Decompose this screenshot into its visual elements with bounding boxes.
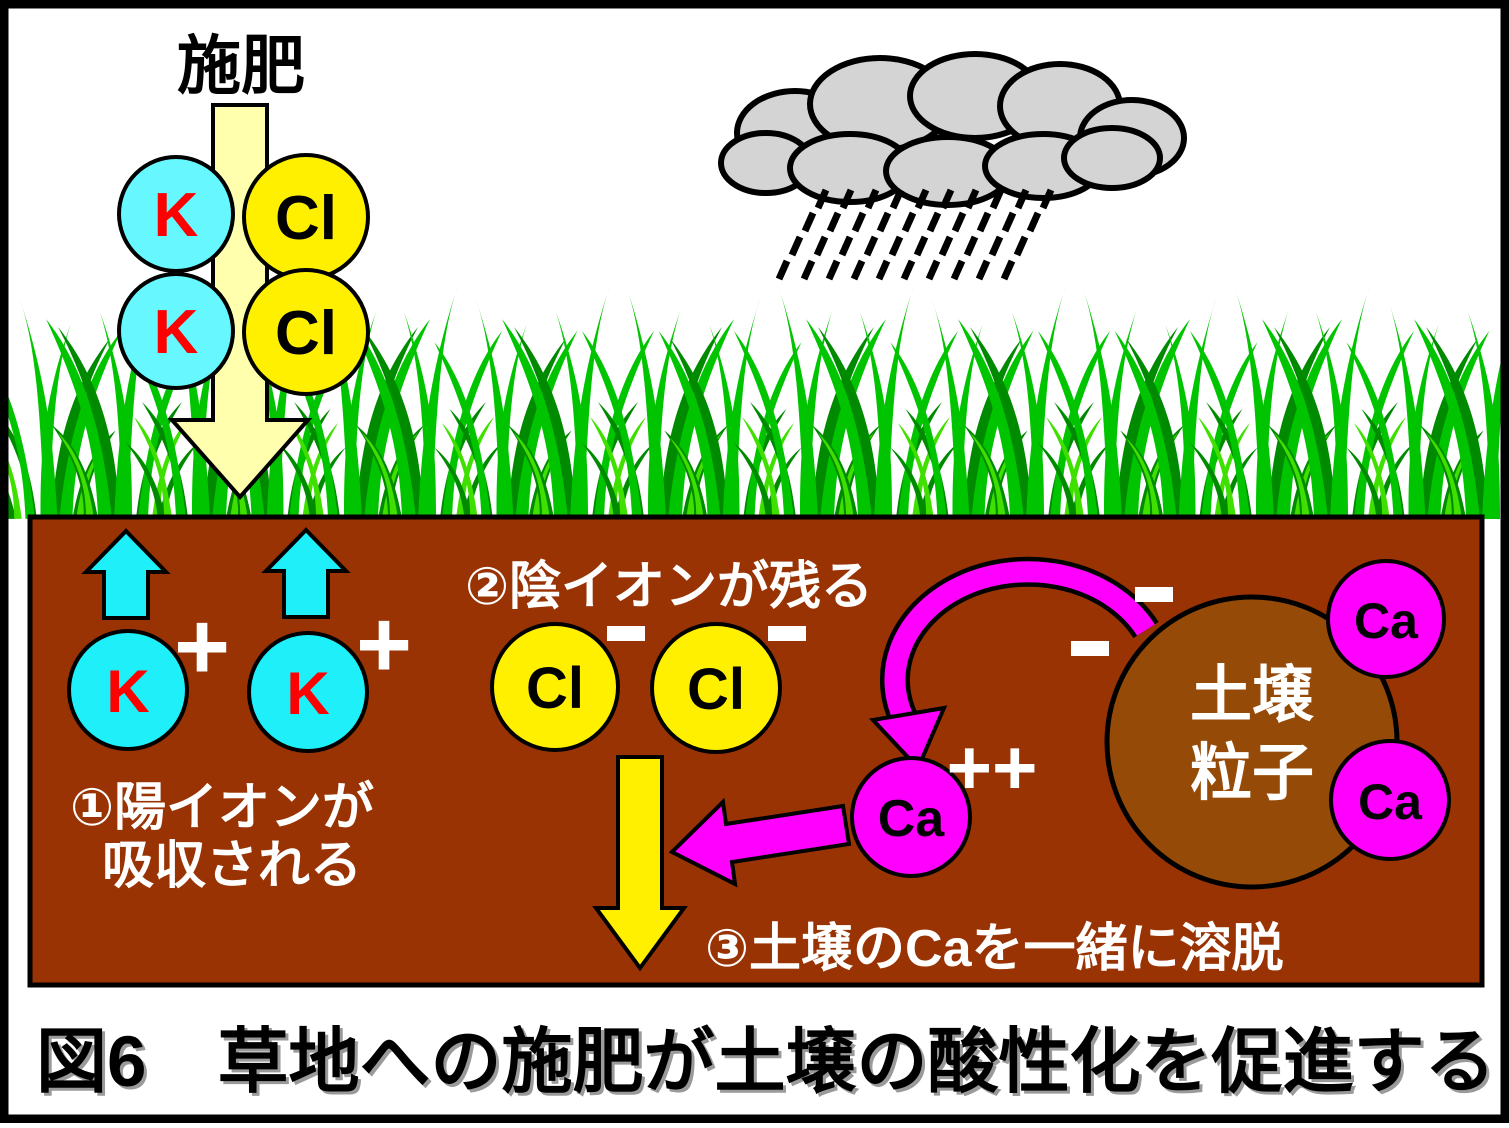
k-ion-label: K [154,298,199,367]
ca-ion-circle [1329,739,1451,861]
k-ion-label: K [106,658,149,725]
ca-ion-label: Ca [878,790,946,848]
ca-release-arrowhead [868,705,948,772]
cl-ion-circle [650,622,782,754]
rain-icon [775,188,1055,281]
plus-plus-charge: ++ [946,723,1037,811]
fertilizer-down-arrow [167,103,313,501]
step2-anions-remain: ②陰イオンが残る Cl Cl [465,558,873,972]
k-ion-circle [117,272,235,390]
minus-charge [1135,587,1173,602]
step3-label: ③土壌のCaを一緒に溶脱 [705,920,1284,978]
k-ion-circle [117,155,235,273]
attached-ca-ions: Ca Ca [1326,559,1451,861]
uptake-up-arrow [261,527,351,619]
plus-charge: + [174,593,230,700]
soil-particle-label-line1: 土壌 [1190,661,1315,730]
step1-cation-uptake: K K + + ①陽イオンが 吸収される [67,527,412,895]
minus-charge [768,626,806,641]
step1-label-line2: 吸収される [102,837,362,895]
cl-ion-label: Cl [275,184,337,253]
k-ion-circle [247,631,369,753]
cl-ion-label: Cl [275,299,337,368]
step2-label: ②陰イオンが残る [465,558,873,616]
k-ion-label: K [154,181,199,250]
fertilizer-ions: K Cl K Cl [117,153,370,396]
cl-ion-label: Cl [687,657,745,722]
figure-caption: 図6 草地への施肥が土壌の酸性化を促進する [36,1023,1496,1102]
soil-particle-label-line2: 粒子 [1190,739,1314,808]
step1-label-line1: ①陽イオンが [70,779,374,837]
k-ion-label: K [286,660,329,727]
ca-ion-label: Ca [1354,593,1419,649]
ca-ion-circle [1326,559,1446,679]
ca-release-curved-arrow [884,561,1155,736]
minus-charge [607,626,645,641]
soil-particle: 土壌 粒子 [1104,594,1400,890]
ca-left-arrow [668,797,852,888]
cl-ion-circle [242,268,370,396]
plus-charge: + [356,591,412,698]
leaching-down-arrow [592,755,688,972]
caption-shadow: 図6 草地への施肥が土壌の酸性化を促進する [39,1026,1499,1105]
rain-cloud-icon [718,51,1187,208]
cl-ion-circle [490,622,620,752]
fertilizer-title: 施肥 [177,30,305,102]
ca-ion-label: Ca [1358,774,1423,830]
ca-ion-circle [850,756,972,878]
uptake-up-arrow [81,528,171,620]
minus-charge [1071,641,1109,656]
step3-ca-leaching: Ca ++ ③土壌のCaを一緒に溶脱 [668,556,1284,978]
cl-ion-label: Cl [526,656,584,721]
k-ion-circle [67,629,189,751]
